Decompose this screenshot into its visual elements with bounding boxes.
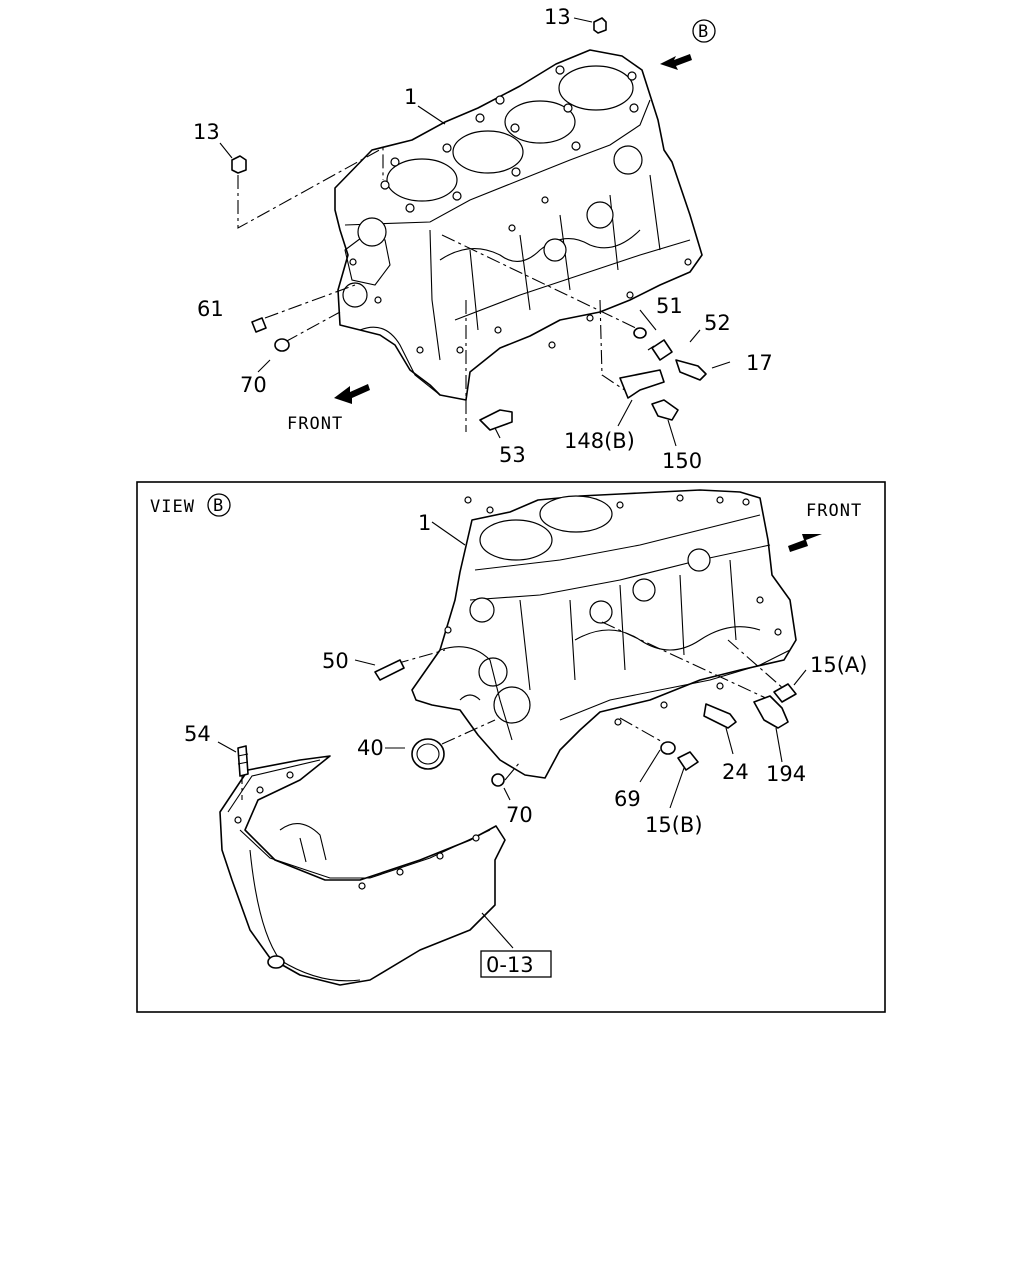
label-70-view-b: 70 — [506, 803, 533, 827]
ref-box-label: 0-13 — [486, 953, 534, 977]
front-label-top: FRONT — [287, 414, 343, 434]
top-view-labels: 13 13 1 61 70 51 52 17 53 148(B) 150 FRO… — [193, 5, 773, 473]
view-b-leader-lines — [217, 521, 807, 949]
view-b-title: VIEW B — [150, 493, 231, 517]
view-b-marker-letter: B — [698, 22, 709, 42]
label-51: 51 — [656, 294, 683, 318]
view-b-labels: 1 50 15(A) 54 40 24 194 69 70 15(B) 0-13 — [184, 511, 867, 978]
label-194: 194 — [766, 762, 806, 786]
label-1-view-b: 1 — [418, 511, 431, 535]
label-53: 53 — [499, 443, 526, 467]
label-50: 50 — [322, 649, 349, 673]
label-148b: 148(B) — [564, 429, 635, 453]
view-b-title-text: VIEW — [150, 497, 195, 517]
top-cylinder-block — [334, 49, 703, 401]
label-52: 52 — [704, 311, 731, 335]
label-54: 54 — [184, 722, 211, 746]
top-leader-lines — [219, 17, 731, 447]
label-1-top: 1 — [404, 85, 417, 109]
label-17: 17 — [746, 351, 773, 375]
label-40: 40 — [357, 736, 384, 760]
ref-box — [480, 950, 552, 978]
label-70-top: 70 — [240, 373, 267, 397]
front-arrow-view-b — [788, 534, 822, 552]
view-b-oil-pan — [219, 755, 506, 986]
view-b-cylinder-block — [411, 489, 797, 779]
label-150: 150 — [662, 449, 702, 473]
top-small-parts — [231, 17, 707, 431]
label-15b: 15(B) — [645, 813, 703, 837]
label-24: 24 — [722, 760, 749, 784]
label-13-top: 13 — [544, 5, 571, 29]
label-61: 61 — [197, 297, 224, 321]
front-label-view-b: FRONT — [806, 501, 862, 521]
view-b-marker-top: B — [692, 19, 716, 43]
view-b-frame — [136, 481, 886, 1013]
label-15a: 15(A) — [810, 653, 867, 677]
top-arrows — [334, 54, 692, 404]
view-b-small-parts — [237, 659, 797, 787]
view-b-title-letter: B — [213, 496, 224, 516]
label-69: 69 — [614, 787, 641, 811]
label-13-left: 13 — [193, 120, 220, 144]
